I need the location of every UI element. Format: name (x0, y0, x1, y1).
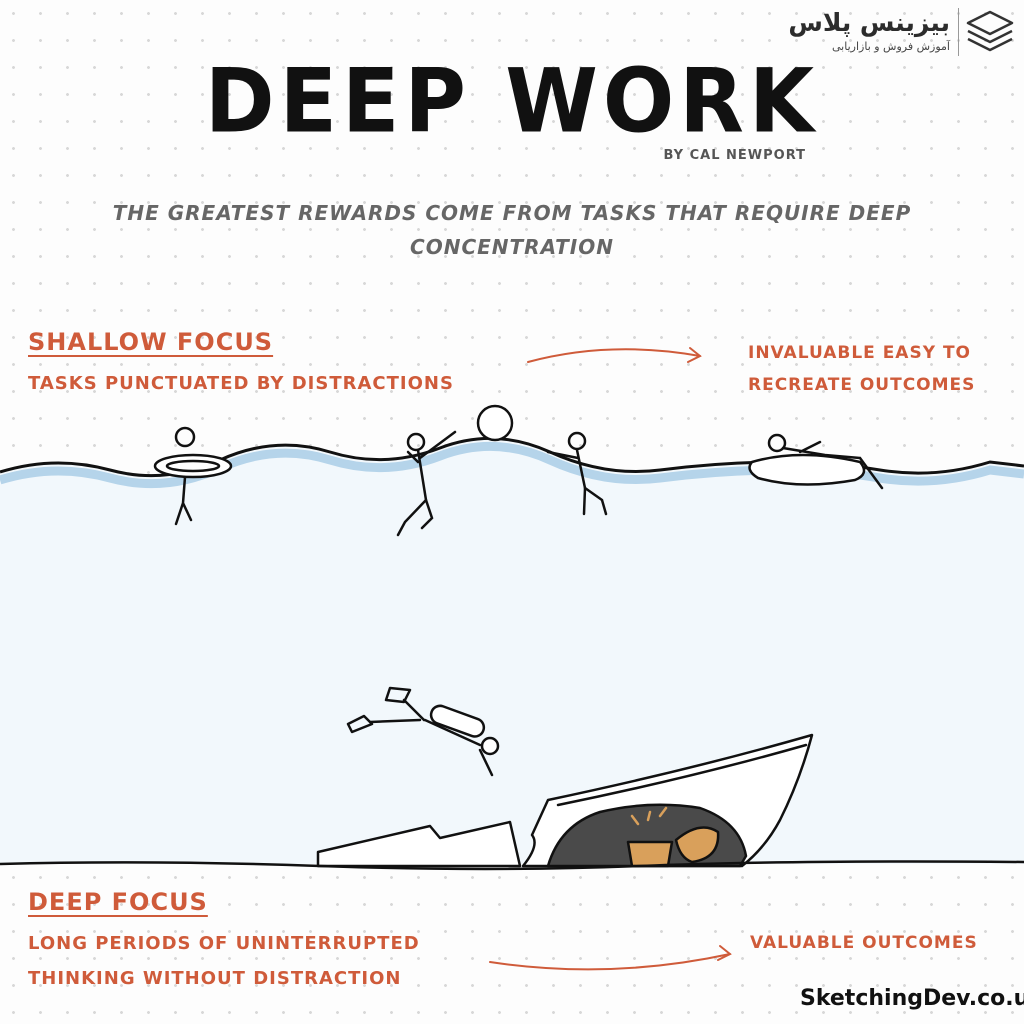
ball-player (396, 404, 514, 537)
shipwreck (316, 733, 814, 868)
arrow-right-icon (489, 945, 732, 971)
byline: BY CAL NEWPORT (663, 148, 806, 163)
page-title: DEEP WORK (204, 49, 820, 153)
swimmer (546, 431, 608, 516)
deep-focus-description: LONG PERIODS OF UNINTERRUPTED THINKING W… (28, 933, 420, 989)
brand-divider (958, 8, 959, 56)
arrow-right-icon (527, 347, 702, 363)
shallow-focus-outcome: INVALUABLE EASY TO RECREATE OUTCOMES (748, 343, 976, 395)
brand-name: بیزینس پلاس (788, 8, 950, 37)
seabed-line (0, 860, 1024, 871)
stacked-layers-icon (966, 10, 1014, 52)
credit-link[interactable]: SketchingDev.co.uk (800, 986, 1024, 1011)
subtitle: THE GREATEST REWARDS COME FROM TASKS THA… (112, 201, 912, 259)
brand-tagline: آموزش فروش و بازاریابی (832, 40, 950, 53)
scuba-diver (346, 686, 500, 777)
water-body (0, 438, 1024, 864)
shallow-focus-description: TASKS PUNCTUATED BY DISTRACTIONS (28, 373, 454, 394)
raft-rider (748, 433, 884, 490)
swimmer-with-ring (153, 426, 233, 526)
deep-focus-outcome: VALUABLE OUTCOMES (750, 933, 978, 953)
shallow-focus-heading: SHALLOW FOCUS (28, 328, 274, 356)
deep-focus-heading: DEEP FOCUS (28, 888, 208, 916)
